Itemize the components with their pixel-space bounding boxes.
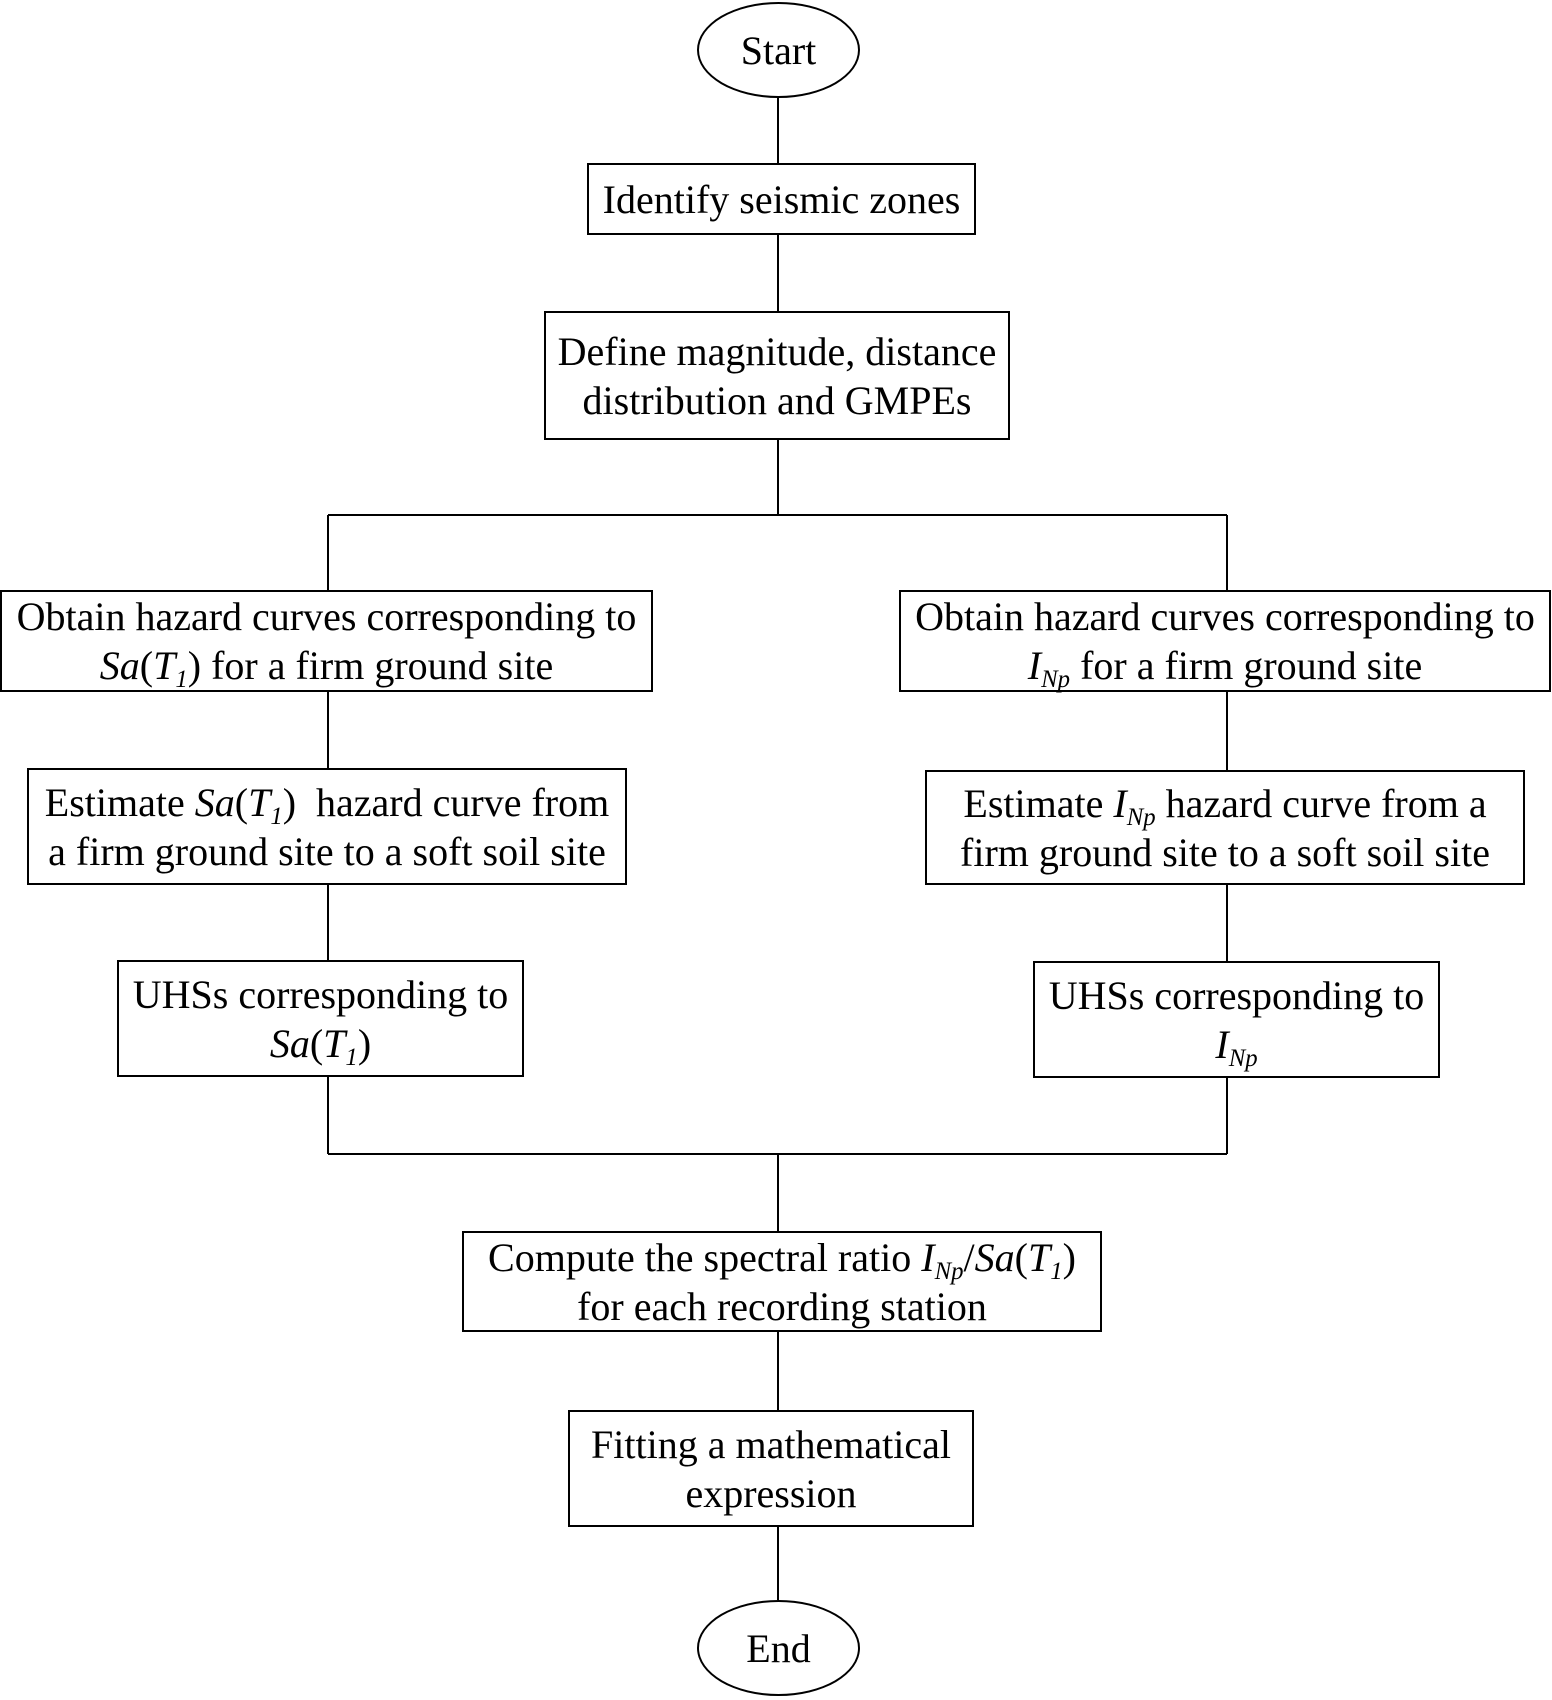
slash: / bbox=[963, 1234, 975, 1280]
paren-open: ( bbox=[1014, 1234, 1028, 1280]
right-estimate-line2: firm ground site to a soft soil site bbox=[960, 829, 1490, 875]
t-symbol: T bbox=[1027, 1234, 1051, 1280]
np-subscript: Np bbox=[1126, 803, 1156, 831]
fitting-line2: expression bbox=[685, 1470, 857, 1516]
compute-line1: Compute the spectral ratio INp/Sa(T1) bbox=[488, 1233, 1076, 1285]
i-symbol: I bbox=[1113, 780, 1127, 826]
left-obtain-line2: Sa(T1) for a firm ground site bbox=[99, 641, 554, 693]
t-subscript: 1 bbox=[175, 665, 188, 693]
right-uhs-line2: INp bbox=[1215, 1020, 1258, 1072]
left-uhs-box: UHSs corresponding to Sa(T1) bbox=[117, 960, 524, 1077]
sa-symbol: Sa bbox=[974, 1234, 1015, 1280]
t-subscript: 1 bbox=[345, 1043, 358, 1071]
right-estimate-rest: hazard curve from a bbox=[1155, 780, 1487, 826]
left-obtain-line1: Obtain hazard curves corresponding to bbox=[16, 594, 637, 639]
left-uhs-line2: Sa(T1) bbox=[269, 1019, 372, 1071]
left-obtain-hazard-box: Obtain hazard curves corresponding to Sa… bbox=[0, 590, 653, 692]
start-node: Start bbox=[697, 2, 860, 98]
paren-open: ( bbox=[309, 1020, 324, 1066]
t-symbol: T bbox=[323, 1020, 346, 1066]
paren-open: ( bbox=[139, 643, 154, 688]
right-obtain-hazard-box: Obtain hazard curves corresponding to IN… bbox=[899, 590, 1551, 692]
t-symbol: T bbox=[248, 779, 271, 825]
end-label: End bbox=[746, 1625, 811, 1671]
i-symbol: I bbox=[921, 1234, 935, 1280]
identify-label: Identify seismic zones bbox=[602, 176, 961, 222]
i-symbol: I bbox=[1215, 1021, 1229, 1067]
left-uhs-line1: UHSs corresponding to bbox=[132, 971, 509, 1017]
sa-symbol: Sa bbox=[194, 779, 235, 825]
define-magnitude-box: Define magnitude, distance distribution … bbox=[544, 311, 1010, 440]
right-obtain-line1: Obtain hazard curves corresponding to bbox=[915, 594, 1535, 639]
right-uhs-box: UHSs corresponding to INp bbox=[1033, 961, 1440, 1078]
left-estimate-rest: hazard curve from bbox=[296, 779, 610, 825]
right-obtain-rest: for a firm ground site bbox=[1070, 643, 1423, 688]
t-symbol: T bbox=[153, 643, 176, 688]
right-estimate-line1: Estimate INp hazard curve from a bbox=[963, 779, 1487, 831]
i-symbol: I bbox=[1027, 643, 1042, 688]
left-estimate-box: Estimate Sa(T1) hazard curve from a firm… bbox=[27, 768, 627, 885]
end-node: End bbox=[697, 1600, 860, 1696]
right-uhs-line1: UHSs corresponding to bbox=[1048, 972, 1425, 1018]
paren-close: ) bbox=[187, 643, 202, 688]
identify-seismic-zones-box: Identify seismic zones bbox=[587, 163, 976, 235]
np-subscript: Np bbox=[1041, 665, 1071, 693]
fitting-line1: Fitting a mathematical bbox=[591, 1421, 951, 1467]
left-estimate-line1: Estimate Sa(T1) hazard curve from bbox=[44, 778, 610, 830]
left-obtain-rest: for a firm ground site bbox=[201, 643, 554, 688]
fitting-expression-box: Fitting a mathematical expression bbox=[568, 1410, 974, 1527]
start-label: Start bbox=[740, 27, 817, 73]
sa-symbol: Sa bbox=[269, 1020, 310, 1066]
sa-symbol: Sa bbox=[99, 643, 140, 688]
right-estimate-box: Estimate INp hazard curve from a firm gr… bbox=[925, 770, 1525, 885]
right-estimate-pre: Estimate bbox=[963, 780, 1114, 826]
paren-close: ) bbox=[357, 1020, 372, 1066]
paren-close: ) bbox=[1062, 1234, 1076, 1280]
paren-close: ) bbox=[282, 779, 297, 825]
paren-open: ( bbox=[234, 779, 249, 825]
compute-line2: for each recording station bbox=[577, 1283, 987, 1329]
np-subscript: Np bbox=[1228, 1044, 1258, 1072]
define-label-line2: distribution and GMPEs bbox=[582, 377, 972, 423]
t-subscript: 1 bbox=[1050, 1257, 1063, 1285]
left-estimate-line2: a firm ground site to a soft soil site bbox=[48, 828, 606, 874]
right-obtain-line2: INp for a firm ground site bbox=[1027, 641, 1423, 693]
define-label-line1: Define magnitude, distance bbox=[557, 328, 997, 374]
np-subscript: Np bbox=[934, 1257, 964, 1285]
left-estimate-pre: Estimate bbox=[44, 779, 195, 825]
compute-spectral-ratio-box: Compute the spectral ratio INp/Sa(T1) fo… bbox=[462, 1231, 1102, 1332]
compute-pre: Compute the spectral ratio bbox=[488, 1234, 922, 1280]
t-subscript: 1 bbox=[270, 802, 283, 830]
